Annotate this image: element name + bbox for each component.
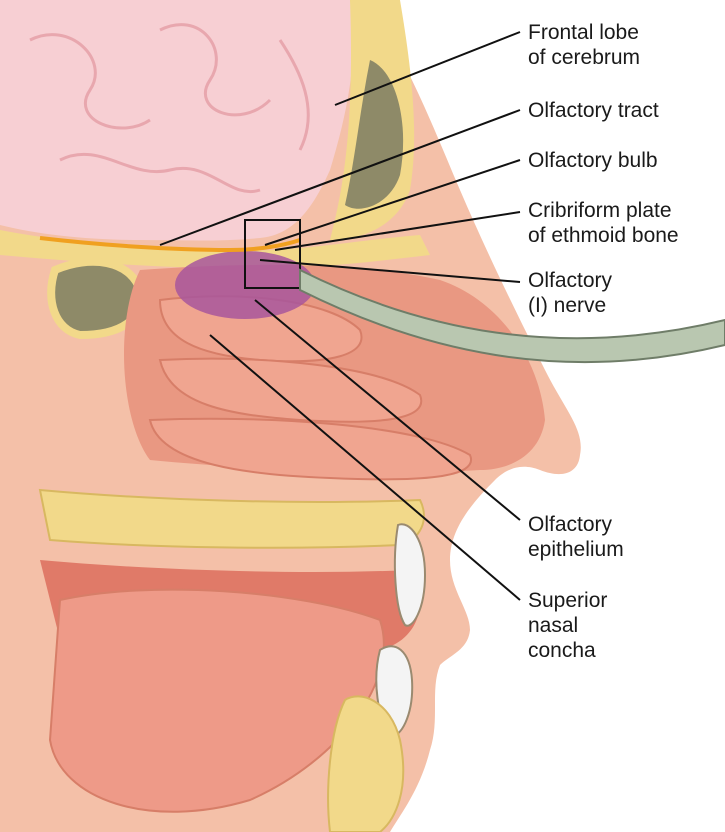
label-frontal-lobe: Frontal lobe of cerebrum <box>528 20 640 70</box>
label-superior-concha: Superior nasal concha <box>528 588 607 663</box>
label-olfactory-nerve: Olfactory (I) nerve <box>528 268 612 318</box>
label-olfactory-epithelium: Olfactory epithelium <box>528 512 624 562</box>
label-olfactory-bulb: Olfactory bulb <box>528 148 658 173</box>
label-olfactory-tract: Olfactory tract <box>528 98 659 123</box>
label-cribriform-plate: Cribriform plate of ethmoid bone <box>528 198 679 248</box>
